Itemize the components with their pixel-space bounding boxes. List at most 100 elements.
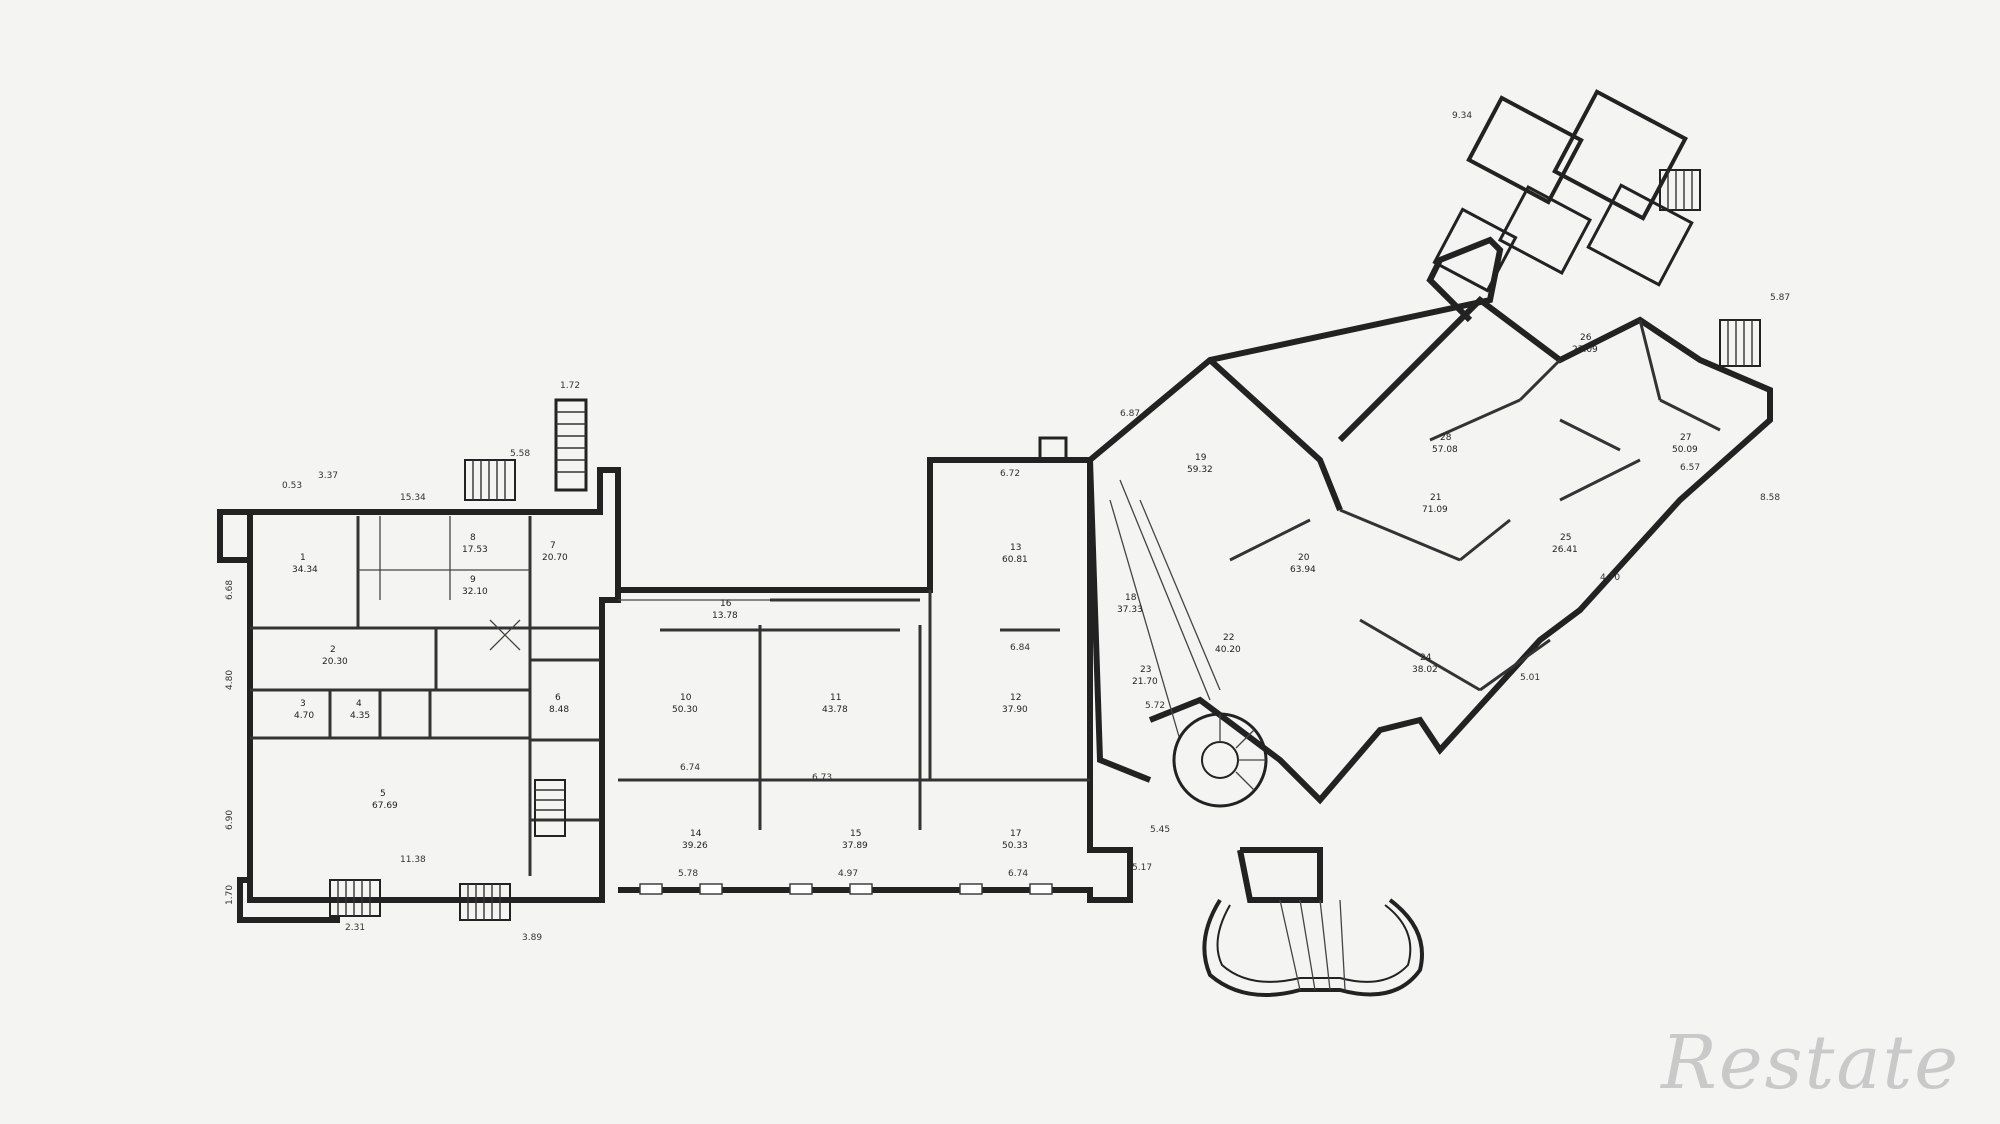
room-5: 567.69 (372, 789, 398, 811)
svg-text:57.08: 57.08 (1432, 445, 1458, 455)
svg-text:24: 24 (1420, 653, 1432, 663)
svg-text:39.26: 39.26 (682, 841, 708, 851)
room-17: 17 50.33 (1002, 829, 1028, 851)
svg-text:7: 7 (550, 541, 556, 551)
svg-text:23: 23 (1140, 665, 1151, 675)
room-26: 26 27.09 (1572, 333, 1598, 355)
dim-right-4: 8.58 (1760, 493, 1780, 503)
svg-text:4.70: 4.70 (294, 711, 314, 721)
svg-text:21: 21 (1430, 493, 1441, 503)
svg-text:27.09: 27.09 (1572, 345, 1598, 355)
svg-text:19: 19 (1195, 453, 1207, 463)
svg-text:67.69: 67.69 (372, 801, 398, 811)
svg-text:6: 6 (555, 693, 561, 703)
room-2: 220.30 (322, 645, 348, 667)
svg-text:32.10: 32.10 (462, 587, 488, 597)
svg-text:13: 13 (1010, 543, 1021, 553)
left-stair-5 (534, 779, 566, 837)
svg-text:20.30: 20.30 (322, 657, 348, 667)
room-8: 817.53 (462, 533, 488, 555)
dim-top-left-1: 0.53 (282, 481, 302, 491)
room-labels: 134.34 220.30 34.70 44.35 567.69 68.48 7… (292, 333, 1698, 851)
svg-text:50.33: 50.33 (1002, 841, 1028, 851)
svg-text:37.90: 37.90 (1002, 705, 1028, 715)
svg-text:43.78: 43.78 (822, 705, 848, 715)
dim-bottom-7: 5.17 (1132, 863, 1152, 873)
dim-left-side-3: 6.90 (225, 810, 235, 830)
room-15: 15 37.89 (842, 829, 868, 851)
svg-text:2: 2 (330, 645, 336, 655)
dim-mid-2: 6.73 (812, 773, 832, 783)
dim-left-side-4: 1.70 (225, 885, 235, 905)
dim-mid-1: 6.74 (680, 763, 700, 773)
dim-bottom-4: 5.78 (678, 869, 698, 879)
middle-wing (618, 436, 1133, 903)
svg-text:26: 26 (1580, 333, 1592, 343)
room-9: 932.10 (462, 575, 488, 597)
svg-text:13.78: 13.78 (712, 611, 738, 621)
svg-text:40.20: 40.20 (1215, 645, 1241, 655)
svg-text:8: 8 (470, 533, 476, 543)
svg-text:27: 27 (1680, 433, 1691, 443)
svg-text:5: 5 (380, 789, 386, 799)
restate-watermark: Restate (1661, 1020, 1960, 1106)
dim-upper-1: 6.72 (1000, 469, 1020, 479)
dim-right-6: 5.01 (1520, 673, 1540, 683)
room-4: 44.35 (350, 699, 370, 721)
room-14: 14 39.26 (682, 829, 708, 851)
dim-mid-5: 5.45 (1150, 825, 1170, 835)
dim-bottom-6: 6.74 (1008, 869, 1028, 879)
svg-text:37.89: 37.89 (842, 841, 868, 851)
left-wing (217, 398, 621, 923)
dim-bottom-2: 2.31 (345, 923, 365, 933)
svg-text:63.94: 63.94 (1290, 565, 1316, 575)
dim-left-side-2: 4.80 (225, 670, 235, 690)
svg-text:34.34: 34.34 (292, 565, 318, 575)
svg-text:14: 14 (690, 829, 702, 839)
svg-text:10: 10 (680, 693, 692, 703)
left-stair-3 (329, 879, 381, 917)
svg-text:18: 18 (1125, 593, 1137, 603)
dim-top-left-3: 15.34 (400, 493, 426, 503)
svg-text:1: 1 (300, 553, 306, 563)
right-stair-2 (1719, 319, 1761, 367)
room-18: 18 37.33 (1117, 593, 1143, 615)
svg-text:8.48: 8.48 (549, 705, 569, 715)
svg-text:60.81: 60.81 (1002, 555, 1028, 565)
svg-text:38.02: 38.02 (1412, 665, 1438, 675)
room-1: 134.34 (292, 553, 318, 575)
diagonal-wing (1087, 89, 1773, 808)
room-7: 720.70 (542, 541, 568, 563)
room-21: 21 71.09 (1422, 493, 1448, 515)
svg-text:3: 3 (300, 699, 306, 709)
room-13: 13 60.81 (1002, 543, 1028, 565)
svg-text:22: 22 (1223, 633, 1234, 643)
dim-upper-2: 6.87 (1120, 409, 1140, 419)
svg-text:37.33: 37.33 (1117, 605, 1143, 615)
right-stair-1 (1659, 169, 1701, 211)
svg-text:17: 17 (1010, 829, 1021, 839)
svg-text:20: 20 (1298, 553, 1310, 563)
svg-text:4.35: 4.35 (350, 711, 370, 721)
dim-left-side-1: 6.68 (225, 580, 235, 600)
room-19: 19 59.32 (1187, 453, 1213, 475)
left-stair-2 (464, 459, 516, 501)
svg-text:9: 9 (470, 575, 476, 585)
room-24: 24 38.02 (1412, 653, 1438, 675)
dim-mid-3: 6.84 (1010, 643, 1030, 653)
svg-text:21.70: 21.70 (1132, 677, 1158, 687)
dim-top-left-4: 5.58 (510, 449, 530, 459)
svg-text:71.09: 71.09 (1422, 505, 1448, 515)
dim-right-5: 4.70 (1600, 573, 1620, 583)
svg-text:59.32: 59.32 (1187, 465, 1213, 475)
dimension-labels: 0.53 3.37 15.34 5.58 1.72 6.68 4.80 6.90… (225, 111, 1790, 943)
svg-text:11: 11 (830, 693, 841, 703)
svg-text:50.30: 50.30 (672, 705, 698, 715)
dim-top-left-2: 3.37 (318, 471, 338, 481)
room-3: 34.70 (294, 699, 314, 721)
svg-text:15: 15 (850, 829, 861, 839)
